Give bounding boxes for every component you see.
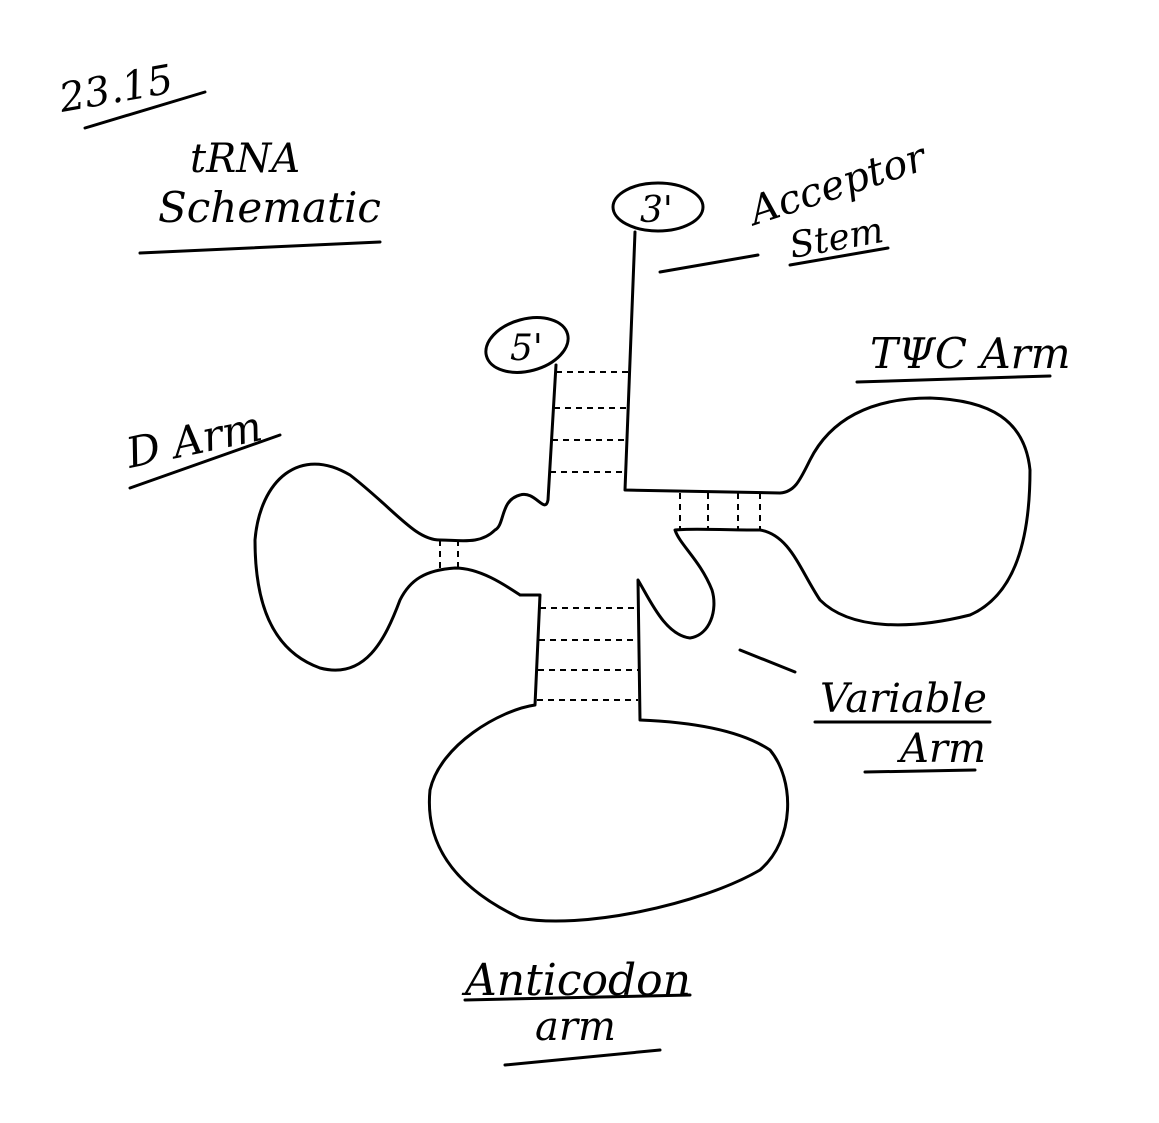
title-line1: tRNA [190,136,300,182]
svg-text:arm: arm [535,1004,616,1050]
d-arm-base-pairs [439,540,459,570]
anticodon-arm-base-pairs [537,607,638,701]
variable-arm-label: Variable Arm [738,648,992,774]
five-prime-end: 5' [484,316,570,374]
figure-number-underline [83,90,207,130]
trna-backbone [253,230,1032,923]
svg-text:TΨC Arm: TΨC Arm [870,329,1071,378]
tpsic-arm-base-pairs [679,493,761,530]
title-underline [138,240,382,255]
svg-text:3': 3' [640,190,673,231]
three-prime-end: 3' [611,181,705,233]
title-line2: Schematic [158,183,381,232]
acceptor-stem-base-pairs [550,371,632,473]
svg-text:Variable: Variable [820,676,987,722]
tpsic-arm-label: TΨC Arm [855,329,1071,384]
figure-number: 23.15 [55,57,177,122]
anticodon-arm-label: Anticodon arm [461,955,692,1067]
svg-text:Arm: Arm [896,726,986,772]
d-arm-label: D Arm [121,401,282,490]
svg-text:5': 5' [510,328,543,369]
